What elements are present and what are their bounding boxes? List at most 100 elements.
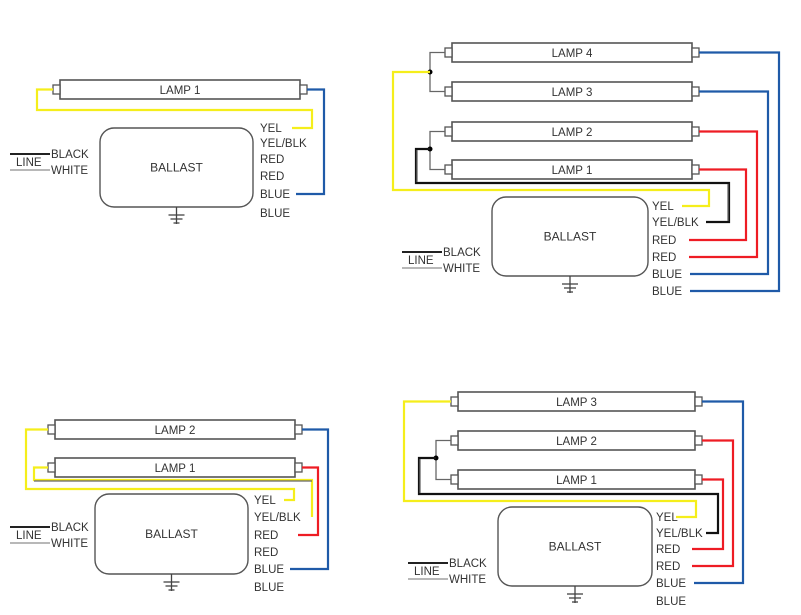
jumper-wire-bottom <box>429 130 445 171</box>
lamp-end-cap-right <box>691 86 700 97</box>
lead-label: BLUE <box>260 189 290 201</box>
lead-label: BLUE <box>656 596 686 608</box>
lead-label: YEL/BLK <box>254 512 301 524</box>
black-label: BLACK <box>443 247 481 259</box>
ground-icon <box>562 276 578 293</box>
white-label: WHITE <box>443 263 480 275</box>
lamp-end-cap-left <box>444 47 453 58</box>
lamp-end-cap-left <box>450 474 459 485</box>
lamp-end-cap-left <box>450 435 459 446</box>
lead-label: BLUE <box>260 208 290 220</box>
wire-red <box>692 478 725 551</box>
lamp-label: LAMP 2 <box>552 127 593 139</box>
lamp: LAMP 1 <box>52 79 308 100</box>
lead-label: YEL <box>254 495 276 507</box>
lamp: LAMP 1 <box>444 159 700 180</box>
lamp-end-cap-right <box>299 84 308 95</box>
lamp-label: LAMP 3 <box>556 397 597 409</box>
lead-label: RED <box>254 547 278 559</box>
diagram-two-lamp: LAMP 2 LAMP 1 BALLAST YEL YEL/BLK RED RED BLUE B… <box>10 419 330 594</box>
wire-red <box>689 168 748 242</box>
black-label: BLACK <box>51 522 89 534</box>
lead-label: RED <box>260 171 284 183</box>
line-label: LINE <box>408 255 434 267</box>
ballast-label: BALLAST <box>549 540 602 554</box>
diagram-three-lamp: LAMP 3 LAMP 2 LAMP 1 BALLAST YEL YEL/BLK RED RE… <box>402 391 745 608</box>
lamp: LAMP 1 <box>450 469 703 490</box>
lead-label: BLUE <box>254 582 284 594</box>
lamp-end-cap-right <box>694 396 703 407</box>
lamp-end-cap-right <box>691 164 700 175</box>
jumper-wire <box>435 439 451 481</box>
wire-yellow <box>24 428 296 502</box>
lead-label: YEL/BLK <box>656 528 703 540</box>
wire-yellow <box>35 88 314 130</box>
wire-blue <box>690 90 770 276</box>
lead-label: RED <box>656 561 680 573</box>
lamp-label: LAMP 3 <box>552 87 593 99</box>
line-label: LINE <box>414 566 440 578</box>
lamp-end-cap-right <box>691 126 700 137</box>
lead-label: YEL <box>260 123 282 135</box>
lamp: LAMP 3 <box>444 81 700 102</box>
lead-label: YEL <box>656 512 678 524</box>
lead-label: YEL/BLK <box>260 138 307 150</box>
wire-blue <box>296 88 326 196</box>
black-label: BLACK <box>51 149 89 161</box>
wire-red <box>689 130 759 259</box>
wire-yellow-black <box>414 147 731 224</box>
lamp-label: LAMP 2 <box>556 436 597 448</box>
lead-label: BLUE <box>656 578 686 590</box>
wire-yellow-black <box>417 456 720 535</box>
lamp-end-cap-right <box>694 435 703 446</box>
lamp-end-cap-right <box>294 462 303 473</box>
wire-yellow <box>402 400 698 519</box>
lead-label: YEL <box>652 201 674 213</box>
ballast-label: BALLAST <box>544 230 597 244</box>
lamp-end-cap-right <box>294 424 303 435</box>
white-label: WHITE <box>449 574 486 586</box>
lamp: LAMP 1 <box>47 457 303 478</box>
lamp-label: LAMP 1 <box>160 85 201 97</box>
wire-yellow-black <box>32 466 314 517</box>
lead-label: BLUE <box>652 269 682 281</box>
lamp: LAMP 3 <box>450 391 703 412</box>
lead-label: RED <box>656 544 680 556</box>
wire-red <box>692 439 735 568</box>
black-label: BLACK <box>449 558 487 570</box>
lamp-end-cap-left <box>444 86 453 97</box>
lamp-end-cap-left <box>444 164 453 175</box>
lamp: LAMP 4 <box>444 42 700 63</box>
lamp-end-cap-left <box>47 424 56 435</box>
lamp: LAMP 2 <box>450 430 703 451</box>
wire-red <box>298 466 320 537</box>
wire-yellow <box>391 70 711 208</box>
ground-icon <box>567 586 583 603</box>
white-label: WHITE <box>51 165 88 177</box>
lamp-end-cap-left <box>450 396 459 407</box>
lead-label: RED <box>260 154 284 166</box>
lamp-end-cap-left <box>52 84 61 95</box>
lamp-end-cap-right <box>694 474 703 485</box>
ballast-label: BALLAST <box>150 161 203 175</box>
lamp: LAMP 2 <box>47 419 303 440</box>
lead-label: RED <box>652 252 676 264</box>
lead-label: RED <box>652 235 676 247</box>
diagram-one-lamp: LAMP 1 BALLAST YEL YEL/BLK RED RED BLUE BLUE LIN… <box>10 79 326 224</box>
lead-label: RED <box>254 530 278 542</box>
lamp-end-cap-right <box>691 47 700 58</box>
ballast-label: BALLAST <box>145 527 198 541</box>
lamp-label: LAMP 1 <box>155 463 196 475</box>
white-label: WHITE <box>51 538 88 550</box>
wire-blue <box>690 51 781 293</box>
lead-label: BLUE <box>652 286 682 298</box>
lamp-label: LAMP 1 <box>556 475 597 487</box>
line-label: LINE <box>16 157 42 169</box>
lamp-end-cap-left <box>47 462 56 473</box>
lamp-label: LAMP 1 <box>552 165 593 177</box>
wire-blue <box>290 428 330 571</box>
lead-label: BLUE <box>254 564 284 576</box>
lamp-label: LAMP 4 <box>552 48 593 60</box>
